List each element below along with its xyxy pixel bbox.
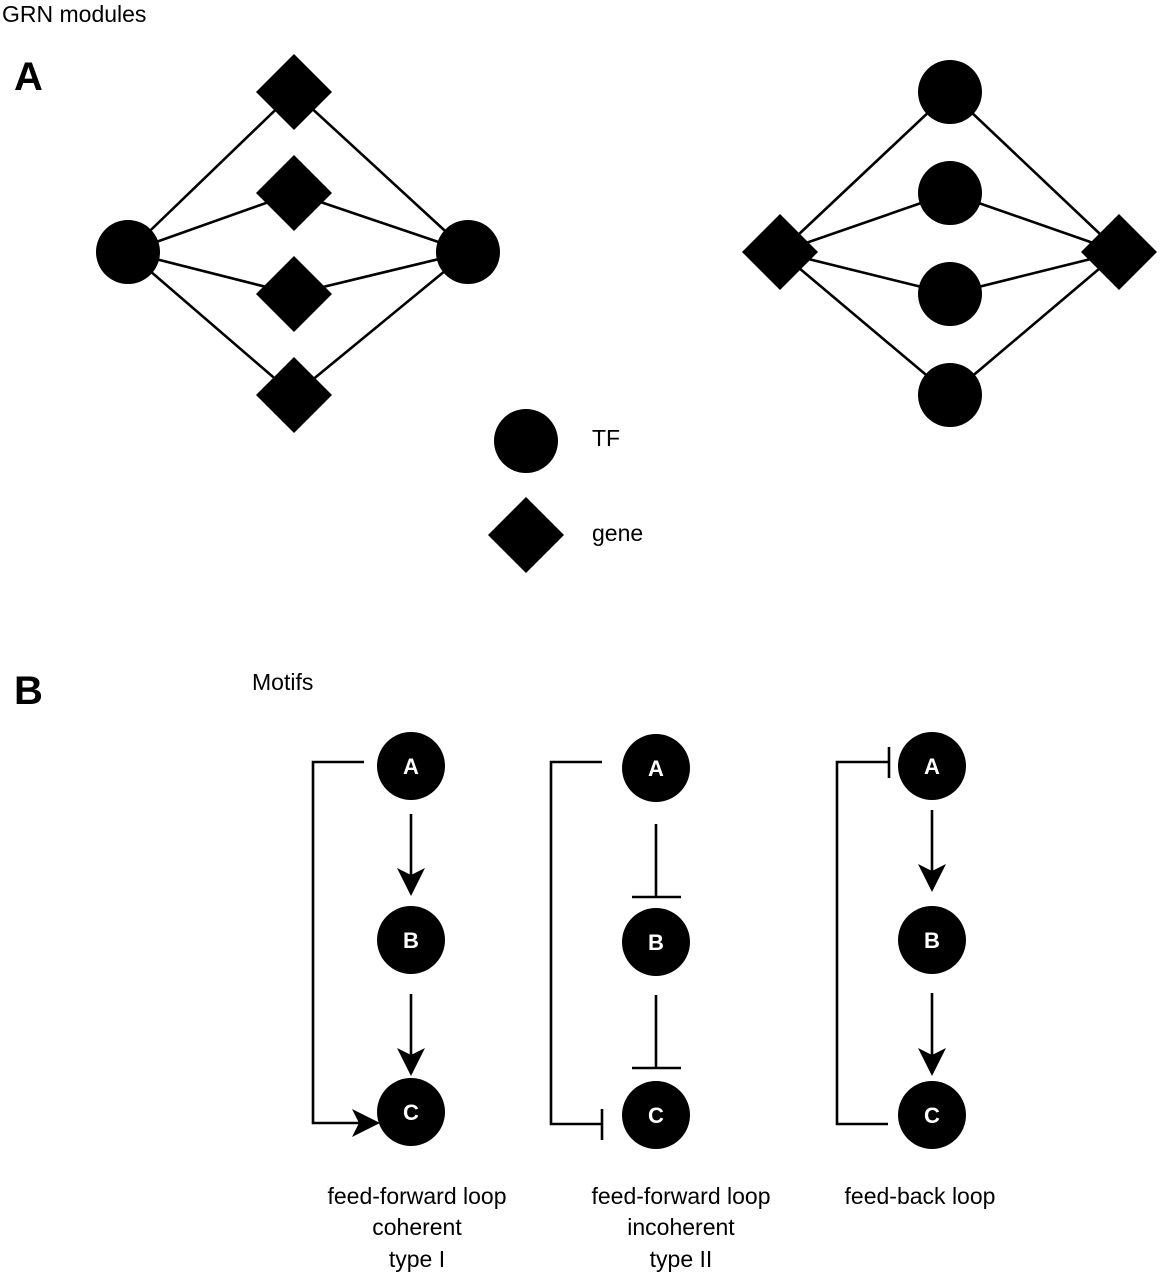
module-edge: [949, 91, 1120, 253]
tf-node: [436, 220, 500, 284]
motif-ffl-incoherent: A B C feed-forward loop incoherent type …: [549, 734, 771, 1272]
node-b: B: [377, 906, 445, 974]
node-c: C: [622, 1081, 690, 1149]
arrowhead-icon: [918, 864, 946, 892]
node-c-label: C: [403, 1100, 419, 1125]
module-tf-hubs-gene-members: [96, 54, 500, 433]
tf-node: [918, 161, 982, 225]
motif-caption-line: incoherent: [627, 1214, 735, 1240]
node-c: C: [377, 1078, 445, 1146]
tf-node: [96, 220, 160, 284]
tf-node: [918, 60, 982, 124]
panel-a-label: A: [14, 55, 43, 99]
legend-label-tf: TF: [592, 425, 620, 451]
legend-item-gene: gene: [488, 497, 643, 573]
node-a-label: A: [648, 756, 664, 781]
figure-title: GRN modules: [2, 1, 146, 27]
node-a-label: A: [924, 754, 940, 779]
node-b-label: B: [924, 928, 940, 953]
motif-feedback-loop: A B C feed-back loop: [835, 732, 996, 1209]
motif-caption-line: feed-forward loop: [592, 1183, 771, 1209]
motif-caption-line: feed-back loop: [845, 1183, 996, 1209]
arrowhead-icon: [352, 1109, 380, 1137]
module-edge: [127, 91, 295, 253]
arrowhead-icon: [397, 1048, 425, 1076]
motif-caption-line: feed-forward loop: [328, 1183, 507, 1209]
node-c-label: C: [648, 1103, 664, 1128]
module-edge: [293, 250, 469, 397]
motif-caption-line: type II: [650, 1246, 713, 1272]
motifs-subtitle: Motifs: [252, 669, 313, 695]
module-edge: [949, 251, 1120, 396]
module-gene-hubs-tf-members: [742, 60, 1157, 427]
gene-node: [1081, 214, 1157, 290]
panel-b-label: B: [14, 669, 43, 713]
tf-node: [918, 262, 982, 326]
tf-node: [918, 363, 982, 427]
edge-a-to-c: [311, 760, 364, 1125]
module-edge: [127, 251, 295, 396]
node-b: B: [898, 906, 966, 974]
node-c-label: C: [924, 1103, 940, 1128]
edge-c-to-a: [835, 760, 888, 1126]
legend: TF gene: [488, 409, 643, 573]
tf-circle-icon: [494, 409, 558, 473]
module-edge: [779, 91, 951, 253]
legend-label-gene: gene: [592, 520, 643, 546]
legend-item-tf: TF: [494, 409, 620, 473]
module-edge: [293, 91, 469, 253]
motif-caption-line: type I: [389, 1246, 445, 1272]
node-a: A: [622, 734, 690, 802]
gene-diamond-icon: [488, 497, 564, 573]
node-b-label: B: [403, 928, 419, 953]
edge-a-to-c: [549, 760, 602, 1126]
gene-node: [742, 214, 818, 290]
gene-node: [256, 54, 332, 130]
gene-node: [256, 155, 332, 231]
node-a: A: [898, 732, 966, 800]
node-a: A: [377, 732, 445, 800]
arrowhead-icon: [397, 868, 425, 896]
module-edge: [779, 251, 951, 396]
gene-node: [256, 357, 332, 433]
motif-ffl-coherent: A B C feed-forward loop coherent type I: [311, 732, 507, 1272]
node-b-label: B: [648, 930, 664, 955]
arrowhead-icon: [918, 1048, 946, 1076]
node-b: B: [622, 908, 690, 976]
node-c: C: [898, 1081, 966, 1149]
node-a-label: A: [403, 754, 419, 779]
gene-node: [256, 256, 332, 332]
motif-caption-line: coherent: [372, 1214, 462, 1240]
